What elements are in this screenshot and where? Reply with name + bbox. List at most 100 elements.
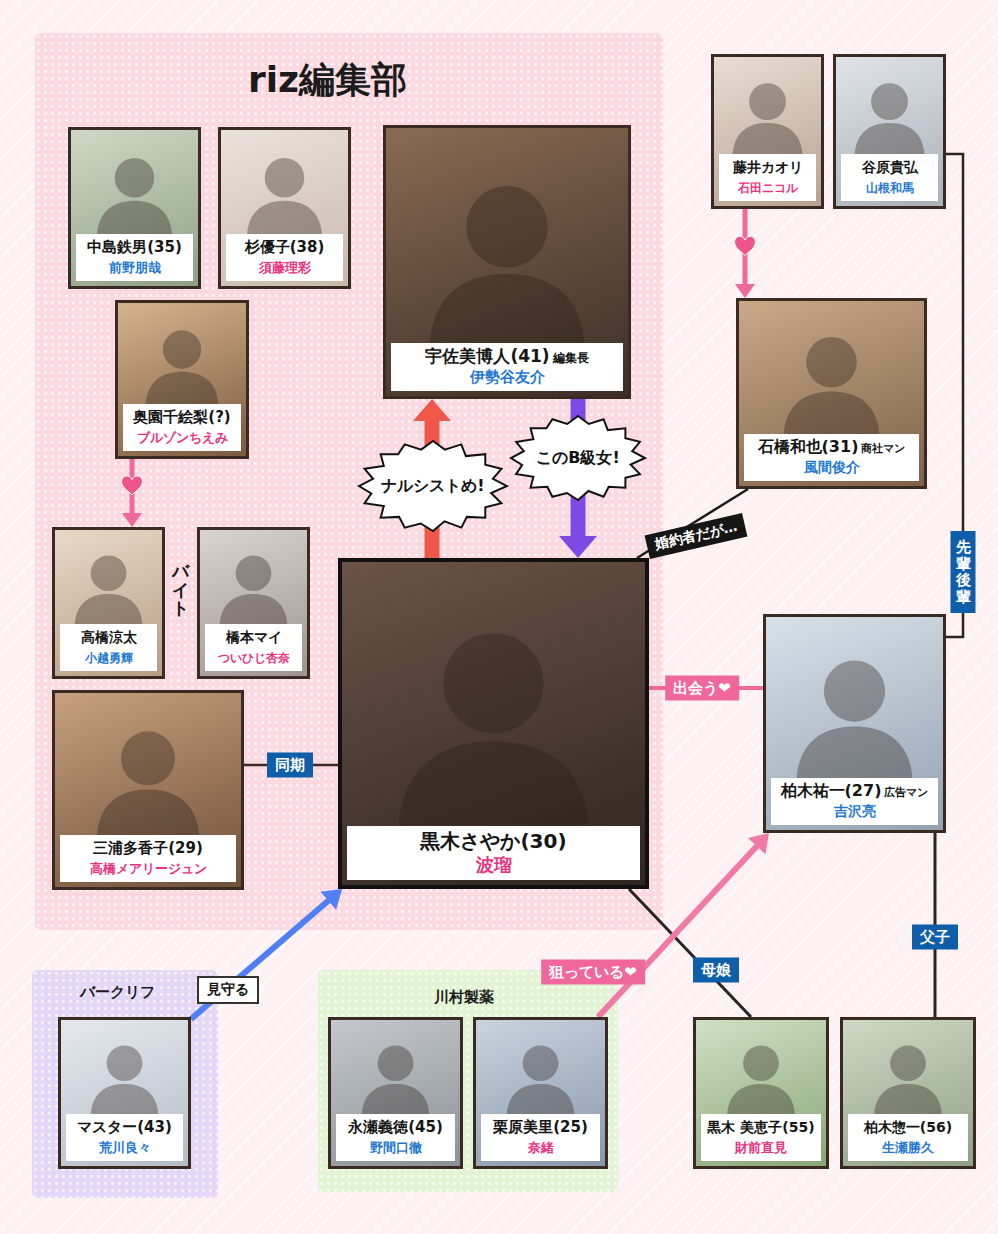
relation-connector <box>122 459 143 527</box>
caption-box: 谷原貴弘山根和馬 <box>841 154 938 201</box>
silhouette-body <box>97 790 199 835</box>
portrait-silhouette <box>221 130 348 234</box>
caption-line: 柏木祐一(27)広告マン <box>774 781 935 801</box>
relation-text: 婚約者だが… <box>653 518 738 552</box>
relation-text: 父子 <box>920 928 950 946</box>
silhouette-body <box>727 1084 795 1114</box>
person-card: 杉優子(38) 須藤理彩 <box>218 127 351 289</box>
caption-line: 三浦多香子(29) <box>63 838 233 858</box>
silhouette-head <box>871 83 908 120</box>
connector-line <box>191 900 329 1019</box>
silhouette-head <box>91 555 127 591</box>
actor-name: 須藤理彩 <box>259 260 311 275</box>
starburst-shape <box>511 416 645 500</box>
person-card: 橋本マイついひじ杏奈 <box>197 527 310 679</box>
person-card: 谷原貴弘山根和馬 <box>833 54 946 209</box>
silhouette-body <box>399 741 589 825</box>
actor-name: 野間口徹 <box>370 1140 422 1155</box>
arrow-head <box>413 399 451 421</box>
person-card: 宇佐美博人(41)編集長伊勢谷友介 <box>383 125 631 399</box>
portrait-silhouette <box>342 562 645 826</box>
character-name: 杉優子(38) <box>245 238 325 256</box>
relation-label: 婚約者だが… <box>645 513 748 559</box>
group-panel: バークリフマスター(43)荒川良々 <box>32 970 218 1198</box>
shout-text: ナルシストめ! <box>381 476 484 497</box>
actor-name: 吉沢亮 <box>834 803 876 819</box>
connector-line <box>629 889 751 1017</box>
caption-line: 野間口徹 <box>339 1137 452 1157</box>
person-card: 中島鉄男(35)前野朋哉 <box>68 127 201 289</box>
caption-line: 石橋和也(31)商社マン <box>747 437 916 457</box>
portrait-area <box>55 530 162 624</box>
caption-box: 藤井カオリ石田ニコル <box>719 154 816 201</box>
caption-line: 栗原美里(25) <box>484 1117 597 1137</box>
actor-name: 荒川良々 <box>99 1140 151 1155</box>
silhouette-body <box>733 123 803 154</box>
connector-line <box>598 845 757 1017</box>
actor-name: ついひじ杏奈 <box>218 651 290 665</box>
starburst-balloon <box>509 414 647 502</box>
connector-line <box>571 399 586 537</box>
caption-line: 財前直見 <box>704 1137 818 1157</box>
caption-line: 石田ニコル <box>722 177 813 197</box>
arrow-head <box>559 536 597 558</box>
silhouette-head <box>749 83 786 120</box>
character-name: 奥園千絵梨(?) <box>133 408 230 426</box>
group-panel: 川村製薬永瀬義徳(45)野間口徹栗原美里(25)奈緒 <box>318 970 618 1192</box>
portrait-area <box>696 1020 826 1114</box>
caption-line: 藤井カオリ <box>722 157 813 177</box>
silhouette-head <box>265 158 305 198</box>
group-note: バイト <box>172 562 189 618</box>
silhouette-body <box>146 372 219 404</box>
relation-label: 出会う❤ <box>665 676 739 701</box>
relation-label: 同期 <box>267 753 313 778</box>
caption-line: ついひじ杏奈 <box>208 647 299 667</box>
actor-name: 小越勇輝 <box>85 651 133 665</box>
caption-line: 杉優子(38) <box>229 237 340 257</box>
caption-box: 三浦多香子(29)高橋メアリージュン <box>60 835 236 882</box>
caption-box: 宇佐美博人(41)編集長伊勢谷友介 <box>391 343 623 391</box>
caption-line: 宇佐美博人(41)編集長 <box>394 346 620 367</box>
character-name: 谷原貴弘 <box>862 159 918 175</box>
silhouette-head <box>443 633 543 733</box>
portrait-silhouette <box>200 530 307 624</box>
person-card: 永瀬義徳(45)野間口徹 <box>328 1017 463 1169</box>
caption-box: 石橋和也(31)商社マン風間俊介 <box>744 434 919 481</box>
character-name: 橋本マイ <box>226 629 282 645</box>
portrait-area <box>386 128 628 343</box>
relation-label: 先輩後輩 <box>951 531 976 613</box>
portrait-silhouette <box>696 1020 826 1114</box>
silhouette-head <box>107 1045 143 1081</box>
caption-line: 伊勢谷友介 <box>394 367 620 387</box>
relation-connector <box>935 833 936 1017</box>
portrait-silhouette <box>71 130 198 234</box>
character-name: 石橋和也(31) <box>758 437 859 456</box>
silhouette-body <box>247 201 322 234</box>
relation-text: 見守る <box>207 981 249 997</box>
caption-line: 谷原貴弘 <box>844 157 935 177</box>
actor-name: 風間俊介 <box>804 459 860 475</box>
silhouette-head <box>523 1045 559 1081</box>
caption-line: 風間俊介 <box>747 457 916 477</box>
group-heading: riz編集部 <box>248 56 407 105</box>
caption-line: ブルゾンちえみ <box>126 427 238 447</box>
person-card: 柏木惣一(56)生瀬勝久 <box>840 1017 976 1169</box>
caption-box: 中島鉄男(35)前野朋哉 <box>76 234 193 281</box>
relation-label: 母娘 <box>693 958 739 983</box>
actor-name: 奈緒 <box>528 1140 554 1155</box>
caption-line: 奥園千絵梨(?) <box>126 407 238 427</box>
portrait-area <box>221 130 348 234</box>
portrait-silhouette <box>836 57 943 154</box>
character-name: 黒木 美恵子(55) <box>707 1119 814 1135</box>
caption-line: 奈緒 <box>484 1137 597 1157</box>
portrait-silhouette <box>843 1020 973 1114</box>
caption-line: 前野朋哉 <box>79 257 190 277</box>
silhouette-body <box>220 594 288 624</box>
caption-box: 柏木惣一(56)生瀬勝久 <box>848 1114 968 1161</box>
portrait-area <box>55 693 241 835</box>
portrait-silhouette <box>766 617 943 778</box>
caption-box: 柏木祐一(27)広告マン吉沢亮 <box>771 778 938 825</box>
relation-text: 母娘 <box>701 961 731 979</box>
actor-name: 財前直見 <box>735 1140 787 1155</box>
